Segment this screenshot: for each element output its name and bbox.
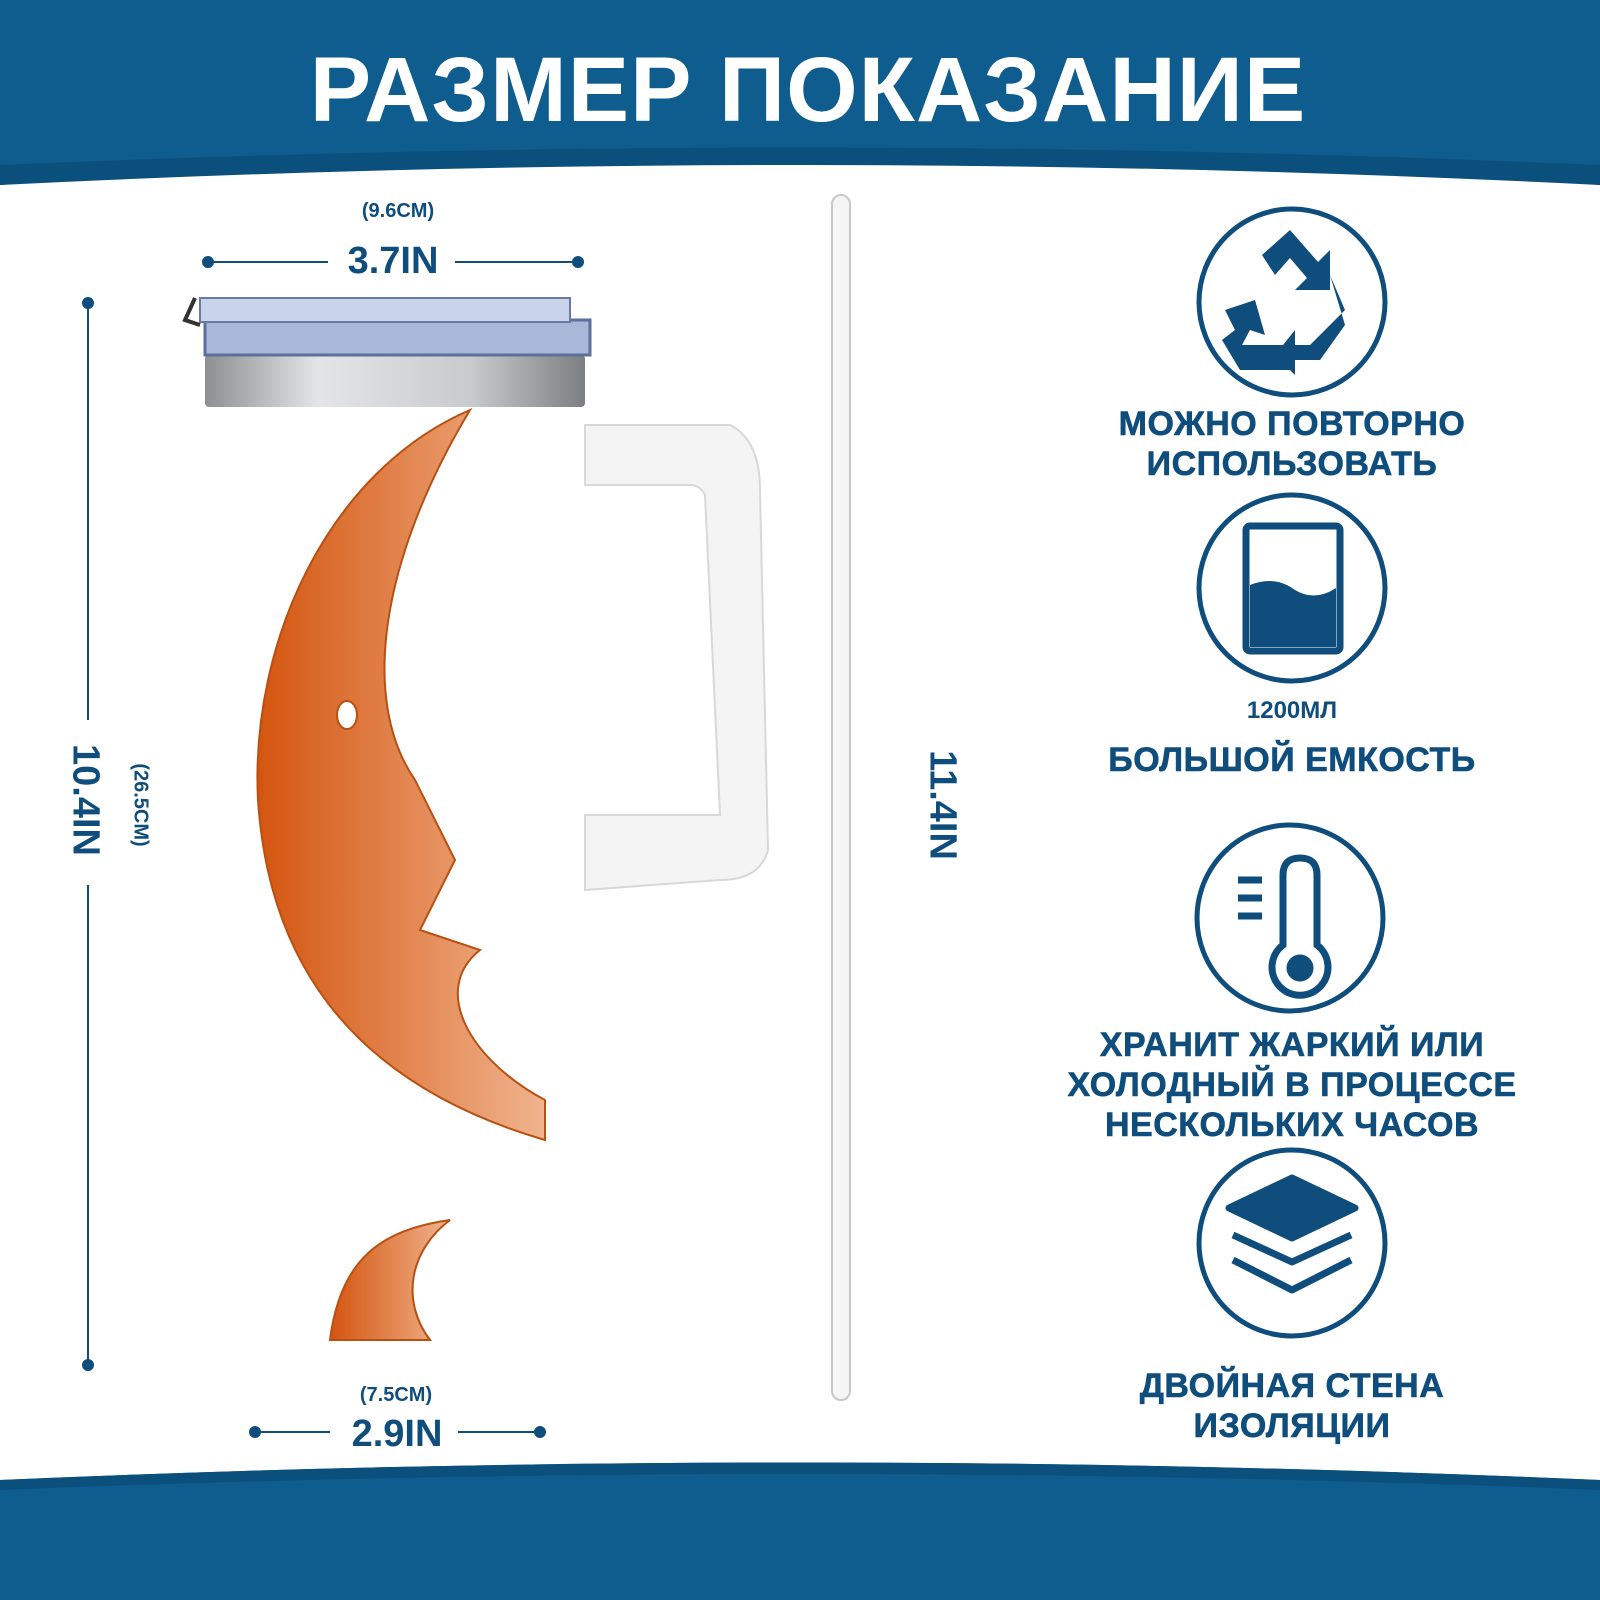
capacity-icon [1242, 522, 1344, 655]
recycle-icon-circle [1196, 206, 1388, 398]
height-cm: (26.5CM) [129, 763, 152, 847]
dimension-lines [82, 256, 584, 1438]
page-title: РАЗМЕР ПОКАЗАНИЕ [309, 39, 1307, 141]
thermometer-icon-circle [1194, 822, 1386, 1014]
feature-double-wall: ДВОЙНАЯ СТЕНА ИЗОЛЯЦИИ [1139, 1367, 1445, 1446]
thermometer-icon [1238, 854, 1332, 999]
height-in: 10.4IN [64, 744, 107, 856]
layers-icon [1225, 1174, 1359, 1294]
bottom-width-cm: (7.5CM) [359, 1384, 433, 1406]
feature-reusable: МОЖНО ПОВТОРНО ИСПОЛЬЗОВАТЬ [1118, 405, 1466, 484]
layers-icon-circle [1196, 1147, 1388, 1339]
top-width-cm: (9.6CM) [361, 200, 435, 222]
straw-length-in: 11.4IN [921, 750, 964, 860]
bottom-width-in: 2.9IN [351, 1413, 443, 1455]
recycle-icon [1222, 230, 1345, 375]
tumbler-image [182, 297, 770, 1345]
straw-image [831, 194, 851, 1401]
top-width-in: 3.7IN [347, 240, 439, 282]
feature-insulation-hours: ХРАНИТ ЖАРКИЙ ИЛИ ХОЛОДНЫЙ В ПРОЦЕССЕ НЕ… [1067, 1026, 1517, 1145]
capacity-value: 1200МЛ [1246, 697, 1338, 724]
capacity-icon-circle [1196, 492, 1388, 684]
feature-capacity: БОЛЬШОЙ ЕМКОСТЬ [1108, 741, 1476, 780]
